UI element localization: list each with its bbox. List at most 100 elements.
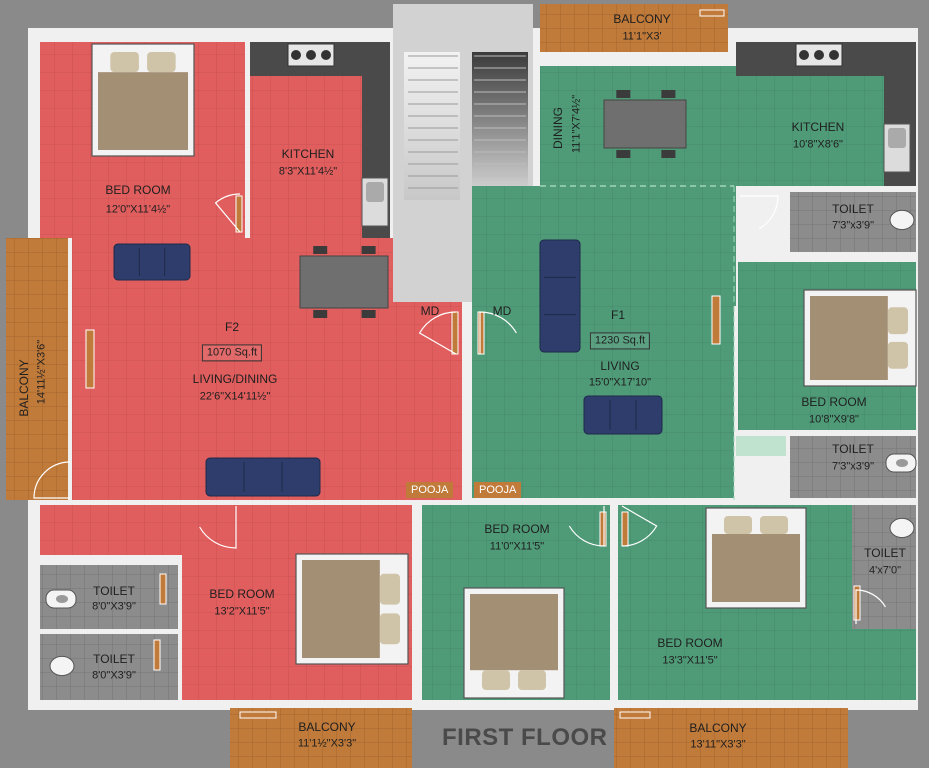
bed-blanket [470, 594, 558, 671]
w-toilet2-name: TOILET [93, 651, 135, 666]
e-living-size: 15'0"X17'10" [588, 376, 652, 389]
w-kitchen-name: KITCHEN [281, 146, 335, 161]
w-toilet1-name: TOILET [93, 583, 135, 598]
e-dining-size: 11'1"X7'4½" [570, 94, 583, 154]
burner [814, 50, 824, 60]
door-swing-icon [855, 589, 886, 624]
bed-blanket [810, 296, 888, 380]
w-balcony-bottom-size: 11'1½"X3'3" [297, 737, 357, 750]
sofa-icon [205, 457, 321, 497]
window-icon [619, 711, 651, 719]
chair [661, 150, 676, 158]
stair-flight-left [404, 52, 460, 200]
e-toilet3-name: TOILET [864, 545, 906, 560]
pooja-left-tag: POOJA [406, 482, 454, 498]
wc-icon [889, 517, 915, 539]
e-living-name: LIVING [600, 358, 640, 373]
floor-title: FIRST FLOOR [442, 724, 608, 751]
wc-icon [45, 589, 77, 609]
sofa-body [113, 243, 191, 281]
dining-table-icon [603, 90, 687, 158]
e-toilet2-size: 7'3"x3'9" [832, 460, 874, 473]
f1-area: 1230 Sq.ft [589, 332, 651, 350]
wc-icon [49, 655, 75, 677]
east-balcony-top-floor [540, 4, 728, 52]
bed-blanket [712, 534, 800, 602]
bed-icon [803, 289, 917, 387]
chair [361, 310, 376, 318]
bed-pillow [760, 516, 788, 534]
wc-bowl [889, 517, 915, 539]
e-kitchen-size: 10'8"X8'6" [793, 138, 843, 151]
sofa-icon [539, 239, 581, 353]
bed-pillow [110, 52, 139, 73]
w-bed2-size: 13'2"X11'5" [214, 605, 270, 618]
chair [616, 90, 631, 98]
sink-basin [366, 182, 384, 202]
bed-blanket [302, 560, 380, 658]
md-right-tag: MD [492, 303, 512, 318]
door-swing-icon [199, 506, 237, 549]
e-bed2-size: 11'0"X11'5" [489, 540, 545, 553]
window-icon [477, 311, 485, 355]
sofa-icon [583, 395, 663, 435]
window-icon [153, 639, 161, 671]
bed-pillow [887, 341, 908, 369]
pooja-right-tag: POOJA [474, 482, 522, 498]
door-swing-icon [479, 311, 517, 354]
w-bed2-name: BED ROOM [209, 586, 275, 601]
e-toilet3-size: 4'x7'0" [869, 564, 901, 577]
door-swing-icon [740, 195, 779, 230]
window-icon [599, 511, 607, 547]
bed-icon [295, 553, 409, 665]
e-bed1-name: BED ROOM [801, 394, 867, 409]
sofa-body [583, 395, 663, 435]
bed-pillow [379, 573, 400, 605]
w-kitchen-size: 8'3"X11'4½" [278, 165, 338, 178]
west-balcony-left-floor [6, 238, 68, 500]
w-balcony-bottom-name: BALCONY [298, 719, 356, 734]
w-balcony-left-size: 14'11½"X3'6" [35, 339, 48, 405]
window-icon [711, 295, 721, 345]
chair [313, 310, 328, 318]
e-dining-name: DINING [550, 107, 565, 149]
f2-code: F2 [224, 319, 240, 334]
e-bed3-size: 13'3"X11'5" [662, 654, 718, 667]
window-icon [239, 711, 277, 719]
window-icon [853, 585, 861, 621]
sink-basin [888, 128, 906, 148]
door-swing-icon [568, 506, 605, 547]
w-living-name: LIVING/DINING [192, 371, 278, 386]
wc-hole [896, 459, 908, 467]
e-toilet2-name: TOILET [832, 441, 874, 456]
sofa-icon [113, 243, 191, 281]
bed-pillow [379, 613, 400, 645]
table-top [603, 99, 687, 149]
bed-icon [705, 507, 807, 609]
f1-code: F1 [610, 307, 626, 322]
window-icon [235, 195, 243, 233]
door-swing-icon [418, 311, 457, 355]
window-icon [85, 329, 95, 389]
e-bed1-size: 10'8"X9'8" [809, 413, 859, 426]
w-bed1-size: 12'0"X11'4½" [105, 203, 171, 216]
openings [33, 9, 886, 719]
e-kitchen-name: KITCHEN [791, 119, 845, 134]
wc-icon [889, 209, 915, 231]
stair-flight-right [472, 52, 528, 200]
burner [799, 50, 809, 60]
door-swing-icon [214, 193, 241, 233]
window-icon [699, 9, 725, 17]
e-balcony-top-name: BALCONY [613, 11, 671, 26]
bed-icon [91, 43, 195, 157]
e-bed2-name: BED ROOM [484, 521, 550, 536]
bed-blanket [98, 72, 188, 150]
md-left-tag: MD [420, 303, 440, 318]
door-swing-icon [621, 505, 658, 547]
bed-pillow [518, 670, 546, 690]
sink-icon [883, 123, 911, 173]
w-living-size: 22'6"X14'11½" [199, 390, 271, 403]
dining-table-icon [299, 246, 389, 318]
